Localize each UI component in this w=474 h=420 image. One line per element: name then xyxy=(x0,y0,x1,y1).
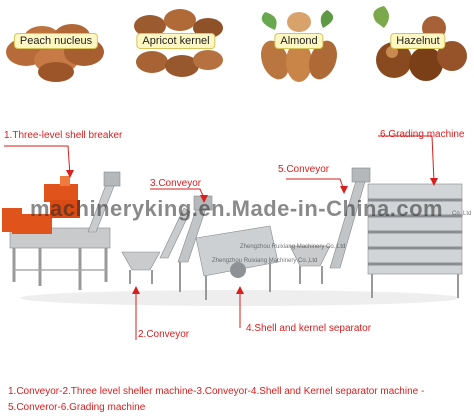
hazelnut-illustration xyxy=(373,6,467,81)
caption-line-1: 1.Conveyor-2.Three level sheller machine… xyxy=(8,386,425,397)
caption-line-2: 5.Converor-6.Grading machine xyxy=(8,402,146,413)
machine-label-small: Zhengzhou Ruixiang Machinery Co.,Ltd xyxy=(240,244,346,250)
nut-label: Peach nucleus xyxy=(13,33,99,49)
grading-machine xyxy=(367,183,463,298)
shell-breaker-machine xyxy=(2,171,121,290)
callout-grading-machine: 6.Grading machine xyxy=(380,129,465,140)
peach-nucleus-image: Peach nucleus xyxy=(2,2,110,84)
nut-label: Apricot kernel xyxy=(136,33,216,49)
hazelnut-image: Hazelnut xyxy=(364,2,472,84)
apricot-kernel-illustration xyxy=(134,9,223,77)
shell-kernel-separator-machine xyxy=(195,225,331,300)
apricot-kernel-image: Apricot kernel xyxy=(122,2,230,84)
almond-illustration xyxy=(260,10,338,82)
nut-label: Almond xyxy=(274,33,324,49)
callout-conveyor-2: 2.Conveyor xyxy=(138,329,190,340)
callout-arrowheads xyxy=(66,170,438,294)
nut-label: Hazelnut xyxy=(390,33,446,49)
machine-label-small: Zhengzhou Ruixiang Machinery Co.,Ltd xyxy=(212,258,318,264)
callout-shell-breaker: 1.Three-level shell breaker xyxy=(4,130,123,141)
callout-conveyor-5: 5.Conveyor xyxy=(278,164,330,175)
callout-conveyor-3: 3.Conveyor xyxy=(150,178,202,189)
conveyor-3 xyxy=(177,195,213,292)
conveyor-5 xyxy=(329,167,371,269)
almond-image: Almond xyxy=(245,2,353,84)
conveyor-2-hopper xyxy=(121,207,191,284)
watermark-text: machineryking.en.Made-in-China.com xyxy=(30,196,444,221)
callout-separator: 4.Shell and kernel separator xyxy=(246,323,372,334)
machine-label-small: Co.,Ltd xyxy=(452,211,472,217)
